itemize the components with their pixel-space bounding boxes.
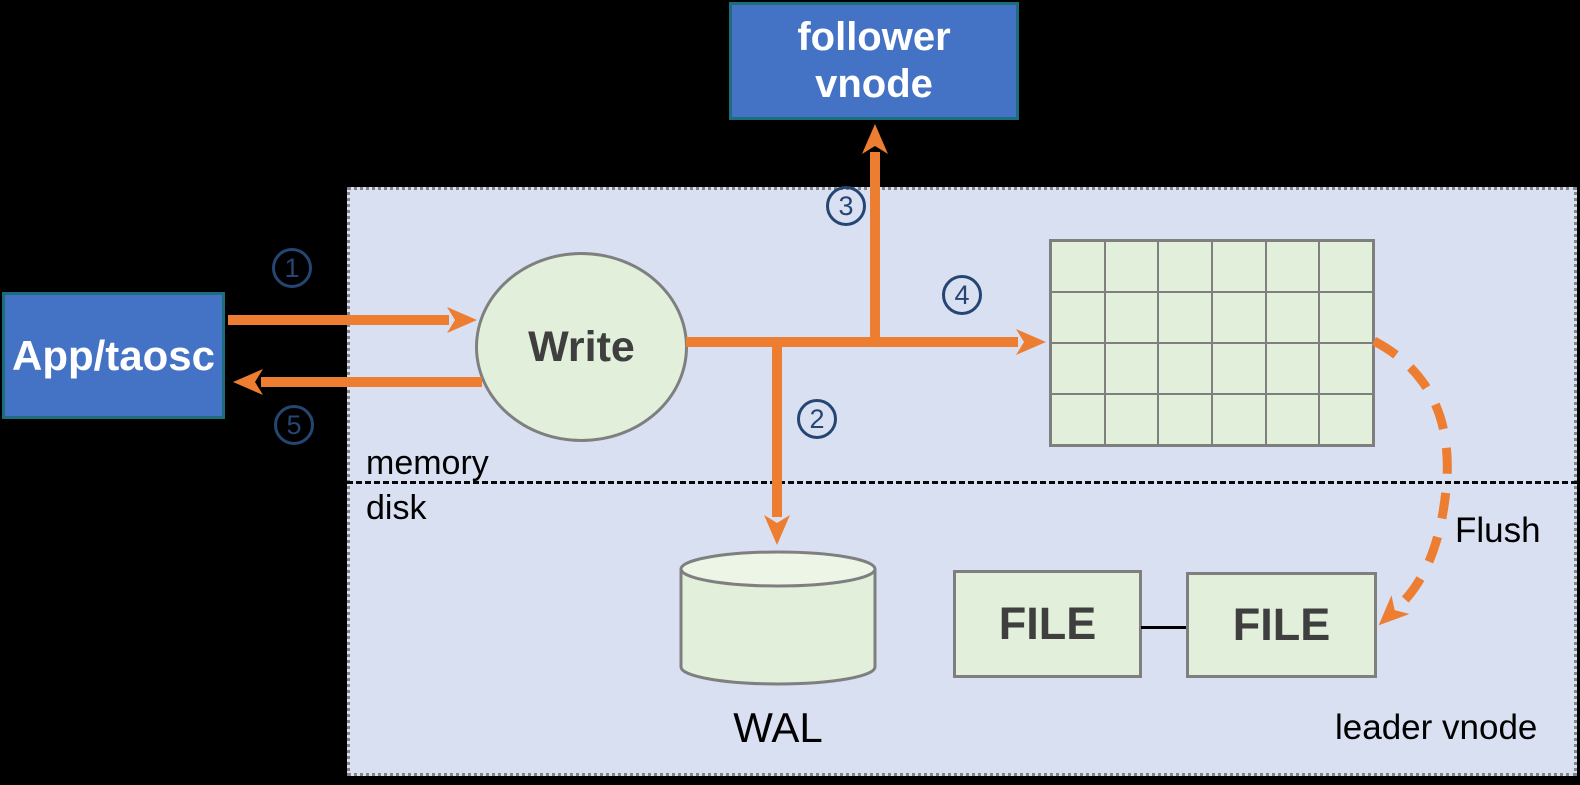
memtable-cell [1319, 241, 1373, 292]
app-taosc-label: App/taosc [11, 331, 216, 379]
step-2-number: 2 [809, 403, 825, 434]
memtable-cell [1104, 241, 1159, 292]
leader-vnode-label: leader vnode [1335, 708, 1538, 747]
memtable-cell [1265, 241, 1320, 292]
memtable-cell [1158, 241, 1212, 292]
step-1-number: 1 [284, 252, 300, 283]
memtable-cell [1212, 292, 1266, 343]
memtable-cell [1265, 394, 1320, 445]
wal-label: WAL [733, 704, 823, 751]
memtable-cell [1051, 343, 1105, 394]
memtable-cell [1319, 343, 1373, 394]
file-node-1: FILE [953, 570, 1142, 678]
disk-label: disk [366, 489, 427, 527]
step-marker-5: 5 [274, 405, 314, 445]
write-process-node: Write [475, 252, 688, 442]
memtable-cell [1265, 343, 1320, 394]
memtable-cell [1051, 394, 1105, 445]
app-taosc-node: App/taosc [2, 292, 225, 419]
follower-vnode-label-line2: vnode [815, 62, 933, 106]
step-marker-3: 3 [826, 186, 866, 226]
write-label: Write [528, 322, 635, 371]
step-marker-4: 4 [942, 275, 982, 315]
memtable-cell [1265, 292, 1320, 343]
memtable-cell [1319, 394, 1373, 445]
memtable-cell [1319, 292, 1373, 343]
flush-label: Flush [1455, 511, 1541, 550]
file-2-label: FILE [1232, 599, 1331, 650]
step-5-number: 5 [286, 409, 302, 440]
file-connector-line [1141, 626, 1187, 629]
memtable-cell [1212, 394, 1266, 445]
memtable-cell [1104, 394, 1159, 445]
step-marker-1: 1 [272, 248, 312, 288]
memtable-cell [1104, 292, 1159, 343]
memtable-cell [1158, 394, 1212, 445]
memtable-cell [1051, 241, 1105, 292]
memory-disk-divider [347, 481, 1577, 484]
wal-cylinder [679, 550, 877, 686]
follower-vnode-node: follower vnode [729, 2, 1019, 120]
step-marker-2: 2 [797, 399, 837, 439]
file-1-label: FILE [998, 598, 1097, 649]
memtable-cell [1051, 292, 1105, 343]
memtable-cell [1104, 343, 1159, 394]
step-3-number: 3 [838, 190, 854, 221]
memtable-cell [1158, 343, 1212, 394]
memtable-cell [1158, 292, 1212, 343]
memory-label: memory [366, 444, 489, 482]
memtable-cell [1212, 343, 1266, 394]
memtable-cell [1212, 241, 1266, 292]
file-node-2: FILE [1186, 572, 1377, 678]
step-4-number: 4 [954, 279, 970, 310]
memtable-grid [1049, 239, 1375, 447]
follower-vnode-label-line1: follower [797, 14, 951, 59]
